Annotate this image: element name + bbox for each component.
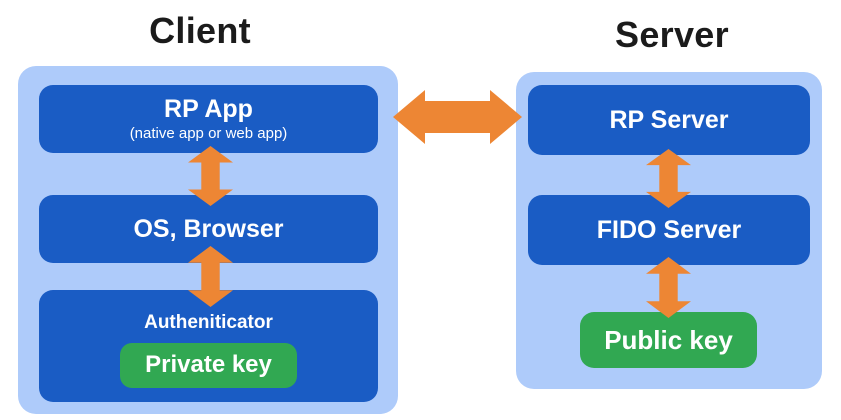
private-key-label: Private key (145, 351, 272, 379)
arrow-os-browser-authenticator-icon (188, 246, 233, 307)
public-key-label: Public key (604, 324, 733, 355)
public-key-box: Public key (580, 312, 757, 368)
client-title: Client (149, 10, 251, 51)
rp-server-box: RP Server (528, 85, 810, 155)
rp-app-label: RP App (164, 95, 253, 124)
server-title: Server (615, 14, 729, 55)
fido-server-label: FIDO Server (596, 215, 742, 244)
rp-app-sublabel: (native app or web app) (129, 124, 288, 142)
rp-server-label: RP Server (609, 105, 729, 134)
arrow-rp-app-os-browser-icon (188, 146, 233, 206)
authenticator-label: Autheniticator (144, 312, 273, 333)
client-container: RP App (native app or web app) OS, Brows… (18, 66, 398, 414)
server-container: RP Server FIDO Server Public key (516, 72, 822, 389)
authenticator-box: Autheniticator Private key (39, 290, 378, 402)
os-browser-label: OS, Browser (133, 214, 284, 243)
arrow-client-server-icon (393, 90, 522, 144)
arrow-rp-server-fido-server-icon (646, 149, 691, 208)
arrow-fido-server-public-key-icon (646, 257, 691, 318)
private-key-box: Private key (120, 342, 297, 388)
rp-app-box: RP App (native app or web app) (39, 85, 378, 153)
